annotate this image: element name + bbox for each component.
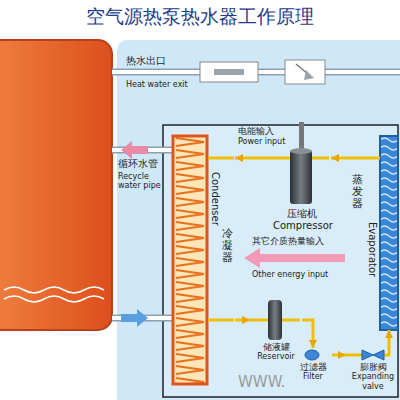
refrigerant-pipe [250,319,268,322]
shower-icon [304,70,314,80]
unit-background [117,40,400,400]
tap-box [200,62,258,82]
evaporator-node: 蒸发器 Evaporator [350,134,398,330]
flow-arrow [121,141,148,159]
annotation-label: 循环水管 [118,158,158,170]
annotation-label: 热水出口 [126,55,166,67]
compressor-top [290,148,312,154]
condenser-coil [173,136,207,384]
expansion-valve-node: 膨胀阀Expanding valve [346,348,400,393]
water-surface [4,287,104,293]
annotation-label: Recycle water pipe [118,172,162,190]
part-name-en: Condenser [209,172,221,226]
watermark: WWW. [238,374,286,391]
part-name-zh: 压缩机 [273,208,331,220]
annotation-label: Power input [238,137,285,146]
valve-symbol [362,350,384,360]
annotation-label: Heat water exit [126,80,188,89]
energy-arrow [244,248,345,268]
refrigerant-pipe [282,319,300,322]
evaporator-coil [380,136,398,330]
refrigerant-stubs [208,158,389,355]
refrigerant-pipe [208,319,234,322]
part-name-zh: 储液罐 [250,342,302,352]
tap-icon [214,69,244,75]
water-surface [4,296,104,302]
annotation-label: 其它介质热量输入 [252,236,324,246]
part-name-zh: 膨胀阀 [346,362,400,372]
part-name-en: Compressor [273,220,331,232]
diagram-title: 空气源热泵热水器工作原理 [0,6,400,28]
compressor-body [290,150,312,204]
part-name-en: Reservoir [250,352,302,361]
refrigerant-pipe [332,354,346,357]
reservoir-node: 储液罐Reservoir [250,298,302,364]
refrigerant-pipe [235,157,273,160]
refrigerant-pipe [312,157,329,160]
shower-box [285,60,325,84]
part-name-en: Expanding valve [346,372,400,390]
refrigerant-pipe [273,157,290,160]
annotation-label: 电能输入 [238,126,274,136]
compressor-node: 压缩机Compressor [273,144,331,236]
condenser-node: 冷凝器Condenser [170,132,235,387]
filter-node: 过滤器Filter [294,348,332,384]
refrigerant-pipe [302,320,313,348]
part-name-zh: 冷凝器 [222,228,233,264]
part-name-zh: 蒸发器 [352,174,363,210]
annotation-label: Other energy input [252,270,328,279]
unit-housing [163,125,398,397]
flow-arrow [121,309,148,327]
power-rod [299,122,304,152]
part-name-zh: 过滤器 [294,362,332,372]
refrigerant-pipe [331,157,350,160]
water-tank [0,40,112,330]
refrigerant-pipe [346,354,362,357]
refrigerant-pipe [388,330,391,348]
refrigerant-pipe [208,157,234,160]
reservoir-body [268,300,282,340]
part-name-en: Evaporator [366,222,378,277]
part-name-en: Filter [294,372,332,381]
refrigerant-pipe [350,157,380,160]
refrigerant-pipe [384,348,389,355]
filter-symbol [305,350,319,360]
refrigerant-pipe [235,319,250,322]
